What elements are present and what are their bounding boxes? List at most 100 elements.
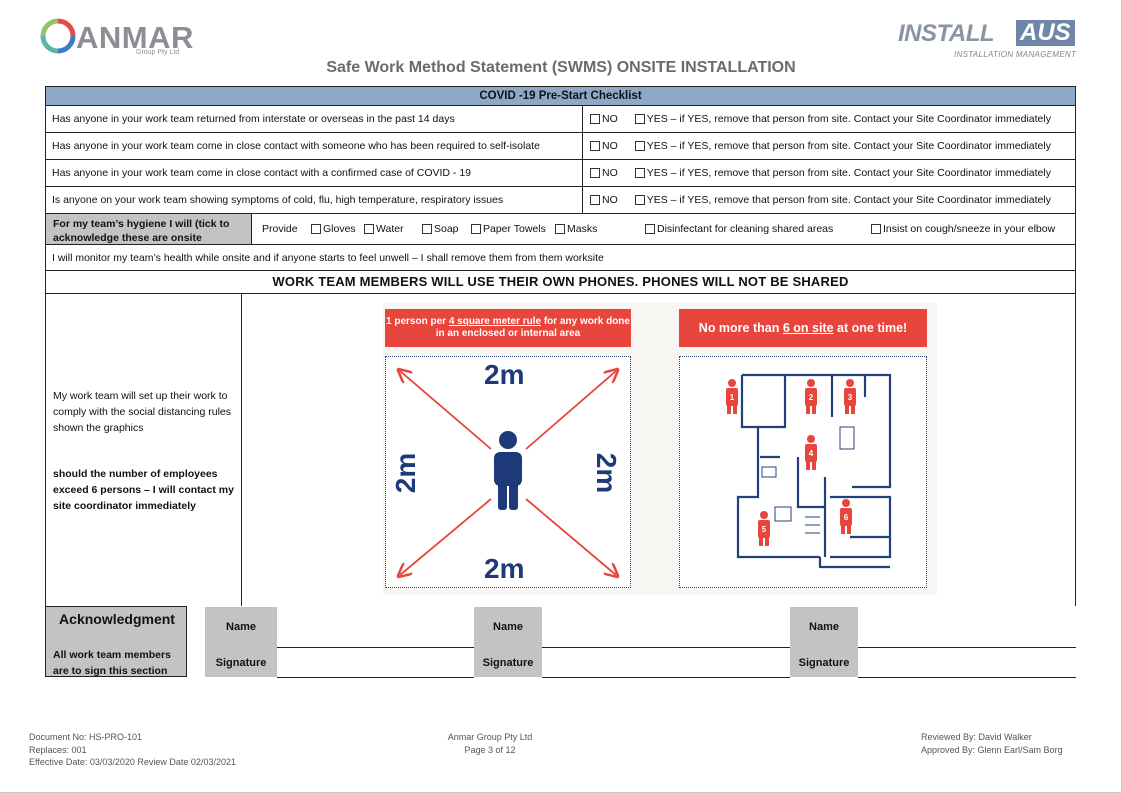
question-text: Has anyone in your work team come in clo… — [52, 167, 472, 179]
no-option[interactable]: NO — [590, 140, 618, 152]
distancing-text: My work team will set up their work to c… — [53, 390, 231, 434]
yes-option[interactable]: YES – if YES, remove that person from si… — [634, 140, 1051, 152]
hygiene-option-paper-towels[interactable]: Paper Towels — [471, 214, 546, 244]
question-row: Is anyone on your work team showing symp… — [45, 187, 1076, 214]
hygiene-option-disinfectant[interactable]: Disinfectant for cleaning shared areas — [645, 214, 833, 244]
no-option[interactable]: NO — [590, 113, 618, 125]
footer-center: Anmar Group Pty Ltd Page 3 of 12 — [390, 731, 590, 756]
reviewed-by: Reviewed By: David Walker — [921, 732, 1032, 742]
hygiene-option-water[interactable]: Water — [364, 214, 404, 244]
answer-options: NO YES – if YES, remove that person from… — [590, 133, 1051, 159]
checkbox-icon — [590, 168, 600, 179]
checkbox-icon — [590, 141, 600, 152]
page-number: Page 3 of 12 — [464, 744, 516, 755]
yes-option[interactable]: YES – if YES, remove that person from si… — [634, 113, 1051, 125]
phones-statement: WORK TEAM MEMBERS WILL USE THEIR OWN PHO… — [45, 271, 1076, 294]
person-number: 4 — [808, 449, 814, 458]
name-field-3[interactable] — [858, 647, 1076, 648]
hygiene-option-masks[interactable]: Masks — [555, 214, 597, 244]
hygiene-row: For my team’s hygiene I will (tick to ac… — [45, 214, 1076, 245]
distance-arrows-icon — [386, 357, 629, 586]
distancing-section: My work team will set up their work to c… — [45, 294, 1076, 606]
signature-field-2[interactable] — [542, 677, 790, 678]
question-row: Has anyone in your work team returned fr… — [45, 106, 1076, 133]
checkbox-icon — [634, 114, 645, 125]
person-number: 1 — [729, 393, 735, 402]
footer-right: Reviewed By: David Walker Approved By: G… — [921, 731, 1063, 756]
effective-date: Effective Date: 03/03/2020 Review Date 0… — [29, 757, 236, 767]
checkbox-icon — [590, 114, 600, 125]
no-option[interactable]: NO — [590, 194, 618, 206]
column-divider — [582, 133, 583, 159]
answer-options: NO YES – if YES, remove that person from… — [590, 160, 1051, 186]
floorplan-panel: 1 2 3 4 5 6 — [679, 356, 927, 588]
name-field-1[interactable] — [277, 647, 474, 648]
checkbox-icon — [634, 141, 645, 152]
dim-label-top: 2m — [484, 359, 525, 390]
checkbox-icon — [311, 224, 321, 234]
installaus-logo: INSTALL AUS INSTALLATION MANAGEMENT — [898, 20, 1078, 62]
anmar-wordmark: ANMAR — [76, 20, 194, 55]
checkbox-icon — [364, 224, 374, 234]
checkbox-icon — [645, 224, 655, 234]
person-number: 6 — [843, 513, 849, 522]
question-text: Has anyone in your work team returned fr… — [52, 113, 455, 125]
anmar-logo: ANMAR Group Pty Ltd — [40, 16, 200, 60]
monitor-row: I will monitor my team’s health while on… — [45, 245, 1076, 271]
signature-field-3[interactable] — [858, 677, 1076, 678]
name-label: Name — [474, 607, 542, 647]
signature-field-1[interactable] — [277, 677, 474, 678]
dim-label-right: 2m — [591, 452, 623, 494]
install-subtext: INSTALLATION MANAGEMENT — [954, 50, 1077, 59]
capacity-text: should the number of employees exceed 6 … — [53, 468, 234, 512]
hygiene-option-cough-elbow[interactable]: Insist on cough/sneeze in your elbow — [871, 214, 1055, 244]
person-number: 3 — [847, 393, 853, 402]
yes-option[interactable]: YES – if YES, remove that person from si… — [634, 167, 1051, 179]
answer-options: NO YES – if YES, remove that person from… — [590, 187, 1051, 213]
column-divider — [582, 106, 583, 132]
checkbox-icon — [422, 224, 432, 234]
checkbox-icon — [871, 224, 881, 234]
hygiene-label: For my team’s hygiene I will (tick to ac… — [46, 214, 252, 244]
signature-label: Signature — [474, 647, 542, 677]
acknowledgment-box: Acknowledgment All work team members are… — [45, 606, 187, 677]
column-divider — [582, 187, 583, 213]
anmar-subtext: Group Pty Ltd — [136, 49, 180, 56]
yes-option[interactable]: YES – if YES, remove that person from si… — [634, 194, 1051, 206]
signature-label: Signature — [205, 647, 277, 677]
checkbox-icon — [590, 195, 600, 206]
name-field-2[interactable] — [542, 647, 790, 648]
question-text: Is anyone on your work team showing symp… — [52, 194, 504, 206]
acknowledgment-title: Acknowledgment — [59, 611, 175, 627]
checkbox-icon — [634, 195, 645, 206]
acknowledgment-subtitle: All work team members are to sign this s… — [53, 649, 171, 677]
distancing-graphic: 1 person per 4 square meter rule for any… — [383, 303, 937, 595]
checkbox-icon — [634, 168, 645, 179]
aus-wordmark: AUS — [1016, 20, 1075, 46]
name-label: Name — [205, 607, 277, 647]
no-option[interactable]: NO — [590, 167, 618, 179]
column-divider — [582, 160, 583, 186]
hygiene-option-gloves[interactable]: Gloves — [311, 214, 356, 244]
question-text: Has anyone in your work team come in clo… — [52, 140, 540, 152]
question-row: Has anyone in your work team come in clo… — [45, 160, 1076, 187]
hygiene-option-soap[interactable]: Soap — [422, 214, 459, 244]
checklist-banner: COVID -19 Pre-Start Checklist — [45, 86, 1076, 106]
max-onsite-banner: No more than 6 on site at one time! — [679, 309, 927, 347]
replaces: Replaces: 001 — [29, 744, 87, 755]
anmar-ring-icon — [40, 18, 76, 54]
floorplan-icon — [736, 373, 892, 569]
person-number: 5 — [761, 525, 767, 534]
checkbox-icon — [471, 224, 481, 234]
signature-label: Signature — [790, 647, 858, 677]
footer-left: Document No: HS-PRO-101 Replaces: 001 Ef… — [29, 731, 236, 769]
dim-label-left: 2m — [390, 452, 422, 494]
company-name: Anmar Group Pty Ltd — [447, 732, 533, 742]
install-wordmark: INSTALL — [898, 20, 995, 47]
checkbox-icon — [555, 224, 565, 234]
people-icons — [726, 379, 856, 546]
distancing-text-cell: My work team will set up their work to c… — [46, 294, 242, 606]
document-title: Safe Work Method Statement (SWMS) ONSITE… — [326, 59, 796, 76]
hygiene-provide: Provide — [262, 223, 298, 235]
person-number: 2 — [808, 393, 814, 402]
